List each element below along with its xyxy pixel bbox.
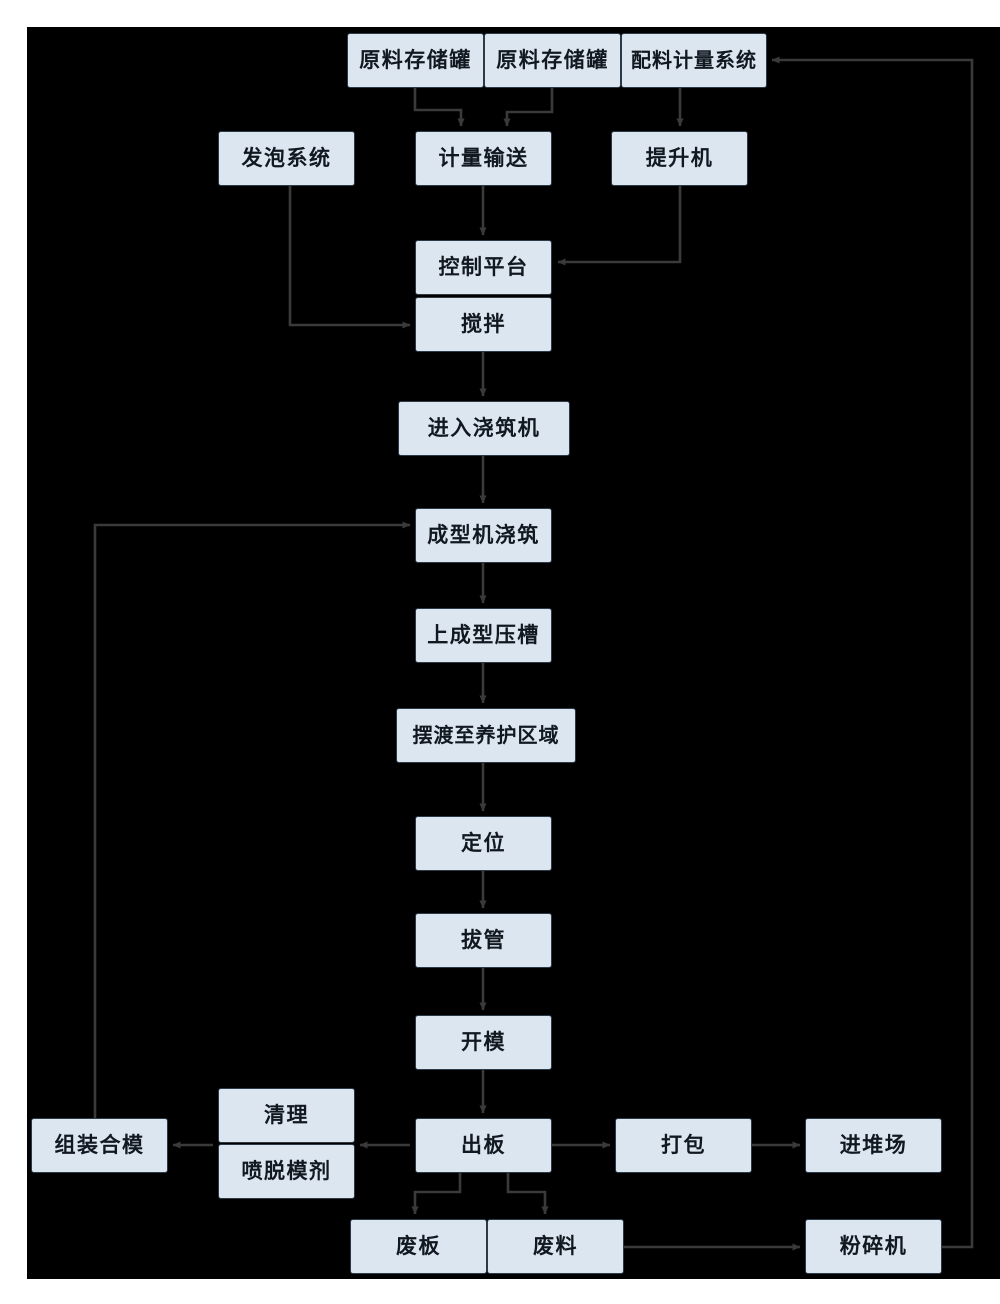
- node-forming-machine-casting[interactable]: 成型机浇筑: [415, 508, 552, 563]
- node-metering-conveying[interactable]: 计量输送: [415, 131, 552, 186]
- node-foaming-system[interactable]: 发泡系统: [218, 131, 355, 186]
- node-out-board[interactable]: 出板: [415, 1118, 552, 1173]
- node-waste-board[interactable]: 废板: [350, 1219, 487, 1274]
- node-upper-forming-press-groove[interactable]: 上成型压槽: [415, 608, 552, 663]
- node-positioning[interactable]: 定位: [415, 816, 552, 871]
- node-spray-release-agent[interactable]: 喷脱模剂: [218, 1144, 355, 1199]
- node-raw-material-storage-tank-2[interactable]: 原料存储罐: [484, 33, 621, 88]
- node-enter-casting-machine[interactable]: 进入浇筑机: [398, 401, 570, 456]
- node-enter-stacking-yard[interactable]: 进堆场: [805, 1118, 942, 1173]
- node-ferry-to-curing-area[interactable]: 摆渡至养护区域: [396, 708, 576, 763]
- node-batching-metering-system[interactable]: 配料计量系统: [621, 33, 767, 88]
- node-pull-tube[interactable]: 拔管: [415, 913, 552, 968]
- node-waste-material[interactable]: 废料: [487, 1219, 624, 1274]
- node-raw-material-storage-tank-1[interactable]: 原料存储罐: [347, 33, 484, 88]
- node-elevator[interactable]: 提升机: [611, 131, 748, 186]
- node-packing[interactable]: 打包: [615, 1118, 752, 1173]
- node-cleaning[interactable]: 清理: [218, 1088, 355, 1143]
- node-assemble-mold[interactable]: 组装合模: [31, 1118, 168, 1173]
- node-control-platform[interactable]: 控制平台: [415, 240, 552, 295]
- node-mixing[interactable]: 搅拌: [415, 297, 552, 352]
- node-crusher[interactable]: 粉碎机: [805, 1219, 942, 1274]
- node-open-mold[interactable]: 开模: [415, 1015, 552, 1070]
